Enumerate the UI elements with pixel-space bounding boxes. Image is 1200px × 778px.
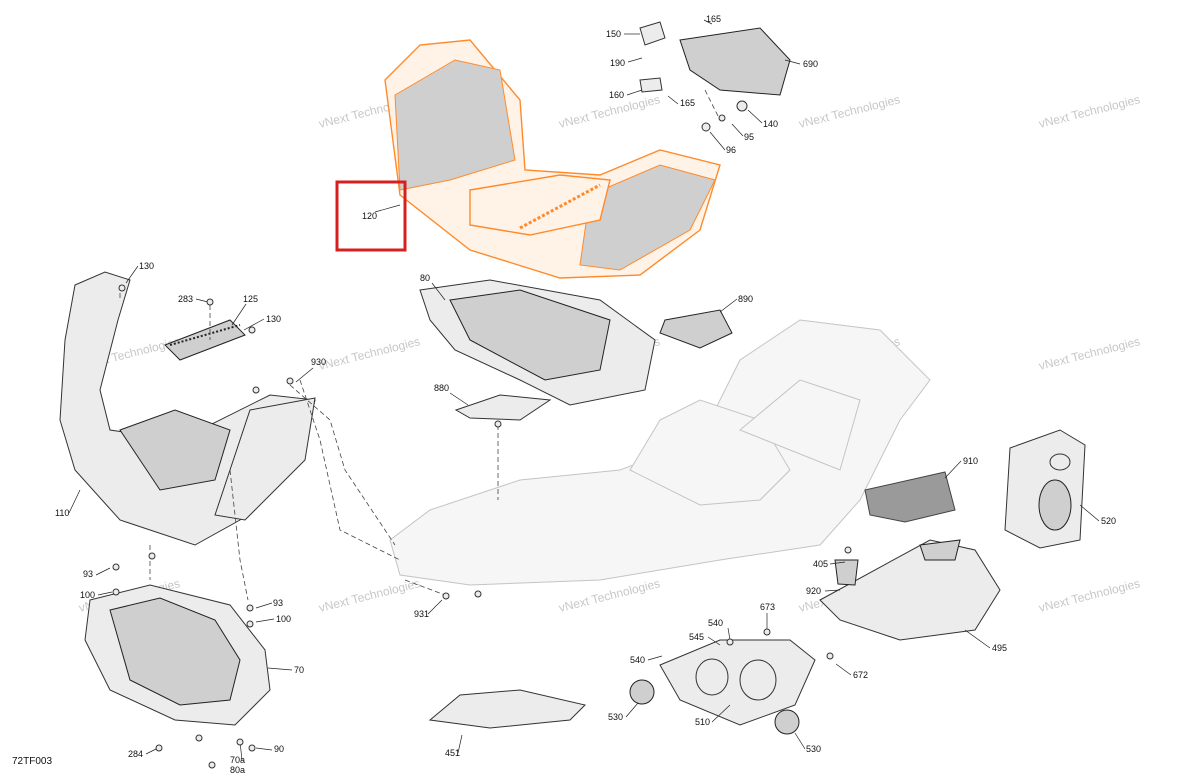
callout: 510 xyxy=(695,717,710,727)
speaker-frame-510 xyxy=(629,639,816,735)
callout: 190 xyxy=(610,58,625,68)
callout: 540 xyxy=(630,655,645,665)
callout: 70a xyxy=(230,755,245,765)
watermark: vNext Technologies xyxy=(797,92,901,131)
callout: 96 xyxy=(726,145,736,155)
callout: 125 xyxy=(243,294,258,304)
callout: 165 xyxy=(680,98,695,108)
callout: 530 xyxy=(806,744,821,754)
frame-80 xyxy=(419,279,656,406)
callout: 540 xyxy=(708,618,723,628)
pad-910 xyxy=(864,471,956,523)
watermark: vNext Technologies xyxy=(317,334,421,373)
callout: 100 xyxy=(80,590,95,600)
pad-890 xyxy=(659,309,733,349)
callout: 284 xyxy=(128,749,143,759)
diagram-code: 72TF003 xyxy=(12,756,52,767)
bracket-assembly xyxy=(639,21,791,132)
callout: 672 xyxy=(853,670,868,680)
callout: 495 xyxy=(992,643,1007,653)
highlight-box xyxy=(335,180,407,252)
callout: 165 xyxy=(706,14,721,24)
callout: 80 xyxy=(420,273,430,283)
skid-plate-70 xyxy=(84,584,271,726)
callout-labels: 165 150 190 160 165 690 140 95 96 120 13… xyxy=(55,14,1116,775)
callout: 130 xyxy=(139,261,154,271)
trim-451 xyxy=(428,689,586,729)
watermark: vNext Technologies xyxy=(1037,92,1141,131)
rack-rail xyxy=(519,183,601,230)
callout: 140 xyxy=(763,119,778,129)
callout: 95 xyxy=(744,132,754,142)
callout: 690 xyxy=(803,59,818,69)
callout: 890 xyxy=(738,294,753,304)
callout: 520 xyxy=(1101,516,1116,526)
watermark: vNext Technologies xyxy=(317,576,421,615)
callout: 930 xyxy=(311,357,326,367)
watermark: vNext Technologies xyxy=(557,576,661,615)
front-panel-highlighted[interactable] xyxy=(384,39,721,279)
ghost-body-panel xyxy=(389,319,931,586)
assembly-lines xyxy=(119,89,721,601)
callout: 93 xyxy=(83,569,93,579)
pad-880 xyxy=(454,394,552,421)
hardware xyxy=(112,284,852,769)
callout: 673 xyxy=(760,602,775,612)
watermark: vNext Technologies xyxy=(1037,576,1141,615)
callout: 110 xyxy=(55,508,69,518)
watermark: vNext Technologies xyxy=(1037,334,1141,373)
callout: 90 xyxy=(274,744,284,754)
callout: 920 xyxy=(806,586,821,596)
speaker-housing-520 xyxy=(1004,429,1086,549)
callout: 130 xyxy=(266,314,281,324)
rack-125 xyxy=(164,319,246,361)
callout: 910 xyxy=(963,456,978,466)
callout: 545 xyxy=(689,632,704,642)
callout: 530 xyxy=(608,712,623,722)
callout: 100 xyxy=(276,614,291,624)
lower-panel-495 xyxy=(819,539,1001,641)
callout: 70 xyxy=(294,665,304,675)
callout: 931 xyxy=(414,609,429,619)
front-fascia-110 xyxy=(59,271,316,546)
callout: 150 xyxy=(606,29,621,39)
callout-highlighted[interactable]: 120 xyxy=(362,211,377,221)
callout: 80a xyxy=(230,765,245,775)
callout: 405 xyxy=(813,559,828,569)
callout: 880 xyxy=(434,383,449,393)
callout: 283 xyxy=(178,294,193,304)
callout: 160 xyxy=(609,90,624,100)
callout: 451 xyxy=(445,748,460,758)
callout: 93 xyxy=(273,598,283,608)
